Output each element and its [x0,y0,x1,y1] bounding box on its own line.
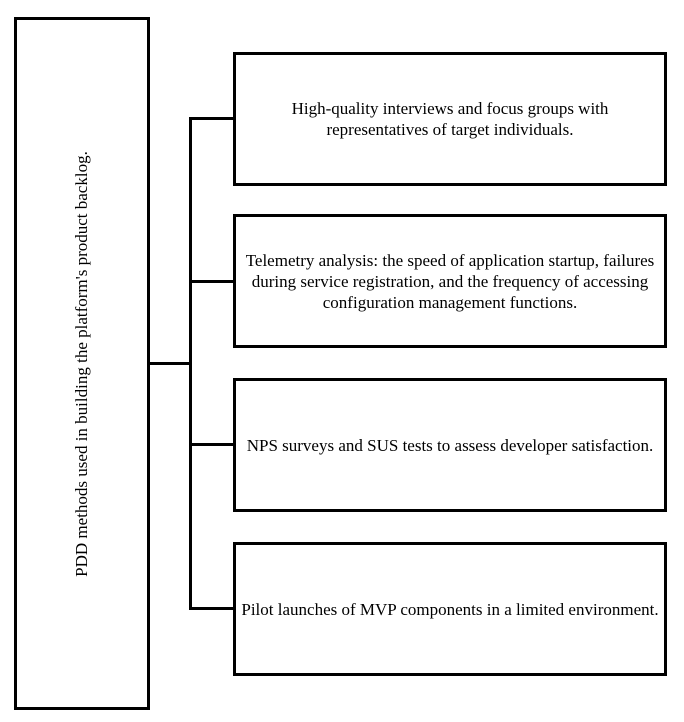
method-label: NPS surveys and SUS tests to assess deve… [246,435,654,455]
method-box-telemetry: Telemetry analysis: the speed of applica… [233,214,667,348]
method-label: Pilot launches of MVP components in a li… [241,599,659,619]
trunk-line [189,117,192,610]
root-connector [150,362,191,365]
method-box-interviews: High-quality interviews and focus groups… [233,52,667,186]
method-label: Telemetry analysis: the speed of applica… [245,250,655,312]
root-label: PDD methods used in building the platfor… [72,150,91,577]
method-box-pilot: Pilot launches of MVP components in a li… [233,542,667,676]
branch-line-3 [189,443,233,446]
method-box-nps-sus: NPS surveys and SUS tests to assess deve… [233,378,667,512]
root-box: PDD methods used in building the platfor… [14,17,150,710]
branch-line-4 [189,607,233,610]
method-label: High-quality interviews and focus groups… [291,99,609,139]
branch-line-1 [189,117,233,120]
branch-line-2 [189,280,233,283]
